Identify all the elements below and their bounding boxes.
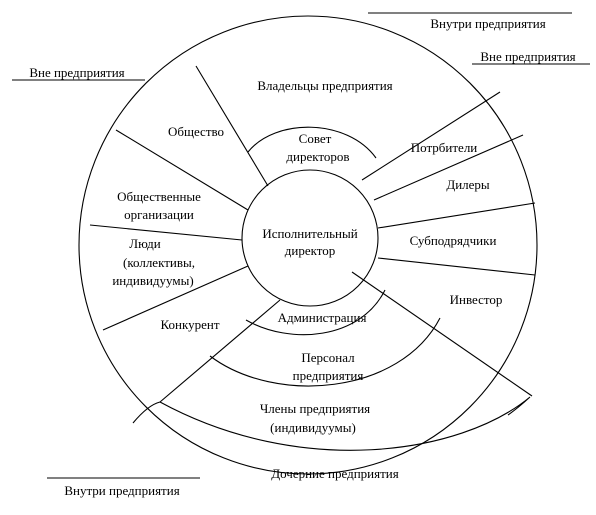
spoke-consumers-dealers <box>373 134 524 201</box>
outer-circle <box>78 15 538 475</box>
spoke-consumers-upper <box>361 91 501 181</box>
spoke-investor-bottom <box>351 271 533 397</box>
public-orgs-label-1: Общественные <box>117 189 201 204</box>
people-label-1: Люди <box>129 236 160 251</box>
subsidiaries-label: Дочерние предприятия <box>271 466 398 481</box>
board-arc <box>247 126 377 159</box>
spoke-people-competitor <box>102 265 249 331</box>
spoke-dealers-subcontractors <box>377 202 536 229</box>
inside-enterprise-bottom-label: Внутри предприятия <box>64 483 179 498</box>
investor-label: Инвестор <box>450 292 503 307</box>
center-label-2: директор <box>285 243 336 258</box>
outside-enterprise-left-label: Вне предприятия <box>29 65 124 80</box>
people-label-2: (коллективы, <box>123 255 195 270</box>
subcontractors-label: Субподрядчики <box>410 233 497 248</box>
spoke-subcontractors-investor <box>377 257 536 276</box>
inside-enterprise-top-label: Внутри предприятия <box>430 16 545 31</box>
consumers-label: Потрбители <box>411 140 478 155</box>
staff-label-2: предприятия <box>293 368 364 383</box>
administration-label: Администрация <box>278 310 367 325</box>
center-label-1: Исполнительный <box>262 226 357 241</box>
society-label: Общество <box>168 124 224 139</box>
competitor-label: Конкурент <box>160 317 219 332</box>
people-label-3: индивидуумы) <box>112 273 193 288</box>
staff-label-1: Персонал <box>301 350 355 365</box>
owners-label: Владельцы предприятия <box>257 78 392 93</box>
outside-enterprise-right-label: Вне предприятия <box>480 49 575 64</box>
board-label-1: Совет <box>299 131 332 146</box>
members-label-1: Члены предприятия <box>260 401 370 416</box>
administration-arc <box>245 289 386 336</box>
board-label-2: директоров <box>286 149 349 164</box>
members-label-2: (индивидуумы) <box>270 420 356 435</box>
staff-arc <box>209 317 441 387</box>
dealers-label: Дилеры <box>446 177 490 192</box>
center-circle <box>241 169 379 307</box>
spoke-society-publicorgs <box>115 129 249 211</box>
spoke-publicorgs-people <box>89 224 243 241</box>
spoke-owners-society <box>195 65 269 187</box>
spoke-competitor-bottom <box>159 299 281 403</box>
public-orgs-label-2: организации <box>124 207 194 222</box>
members-boundary <box>132 396 531 451</box>
